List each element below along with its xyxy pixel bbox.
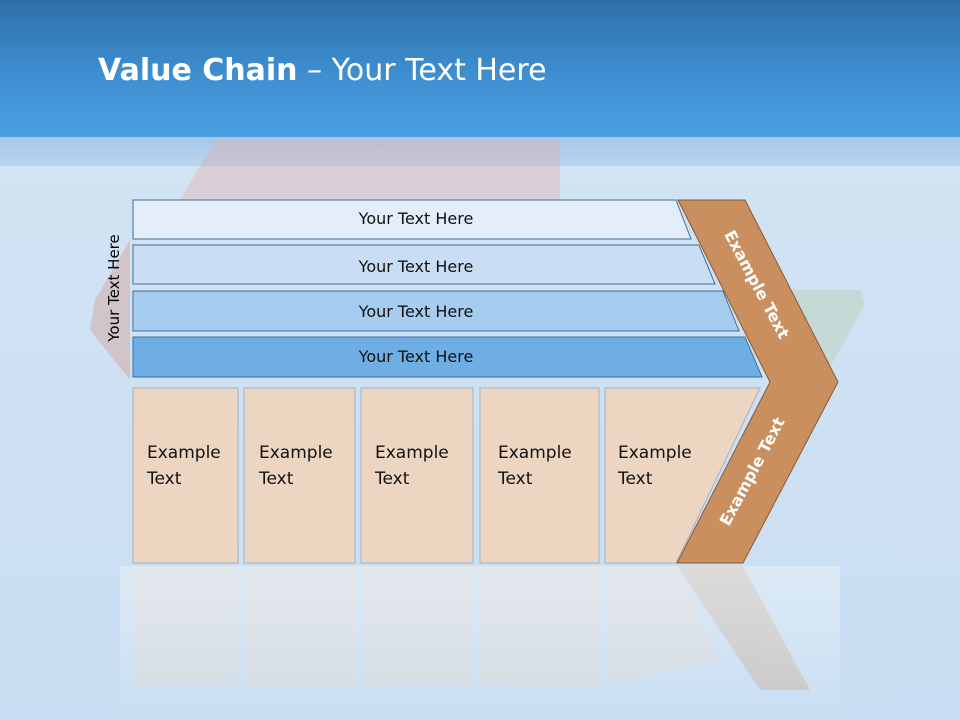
primary-box-line2: Text — [617, 469, 653, 489]
support-row: Your Text Here — [132, 199, 692, 240]
support-row-shape — [132, 290, 740, 332]
primary-box-line1: Example — [618, 443, 692, 463]
primary-box-line2: Text — [258, 469, 294, 489]
page-title: Value Chain – Your Text Here — [98, 53, 547, 88]
support-row: Your Text Here — [132, 290, 740, 332]
side-label: Your Text Here — [105, 234, 123, 342]
support-row-label: Your Text Here — [358, 257, 474, 276]
primary-box: Example Text — [479, 387, 600, 564]
primary-box: Example Text — [360, 387, 474, 564]
primary-box-line1: Example — [259, 443, 333, 463]
primary-box-line2: Text — [497, 469, 533, 489]
primary-box-line2: Text — [374, 469, 410, 489]
primary-box-line1: Example — [498, 443, 572, 463]
support-row-label: Your Text Here — [358, 347, 474, 366]
support-row-shape — [132, 336, 763, 378]
title-rest: – Your Text Here — [297, 53, 547, 88]
primary-box-line1: Example — [375, 443, 449, 463]
reflection-fade — [120, 566, 840, 720]
primary-box: Example Text — [132, 387, 239, 564]
primary-box-line1: Example — [147, 443, 221, 463]
primary-box-line2: Text — [146, 469, 182, 489]
support-row-label: Your Text Here — [358, 302, 474, 321]
support-row: Your Text Here — [132, 336, 763, 378]
primary-box: Example Text — [604, 387, 761, 564]
header-band — [0, 137, 960, 166]
primary-box: Example Text — [243, 387, 356, 564]
header-bar — [0, 0, 960, 137]
support-row: Your Text Here — [132, 244, 716, 285]
support-row-shape — [132, 199, 692, 240]
title-bold: Value Chain — [98, 53, 298, 88]
support-row-shape — [132, 244, 716, 285]
support-row-label: Your Text Here — [358, 209, 474, 228]
